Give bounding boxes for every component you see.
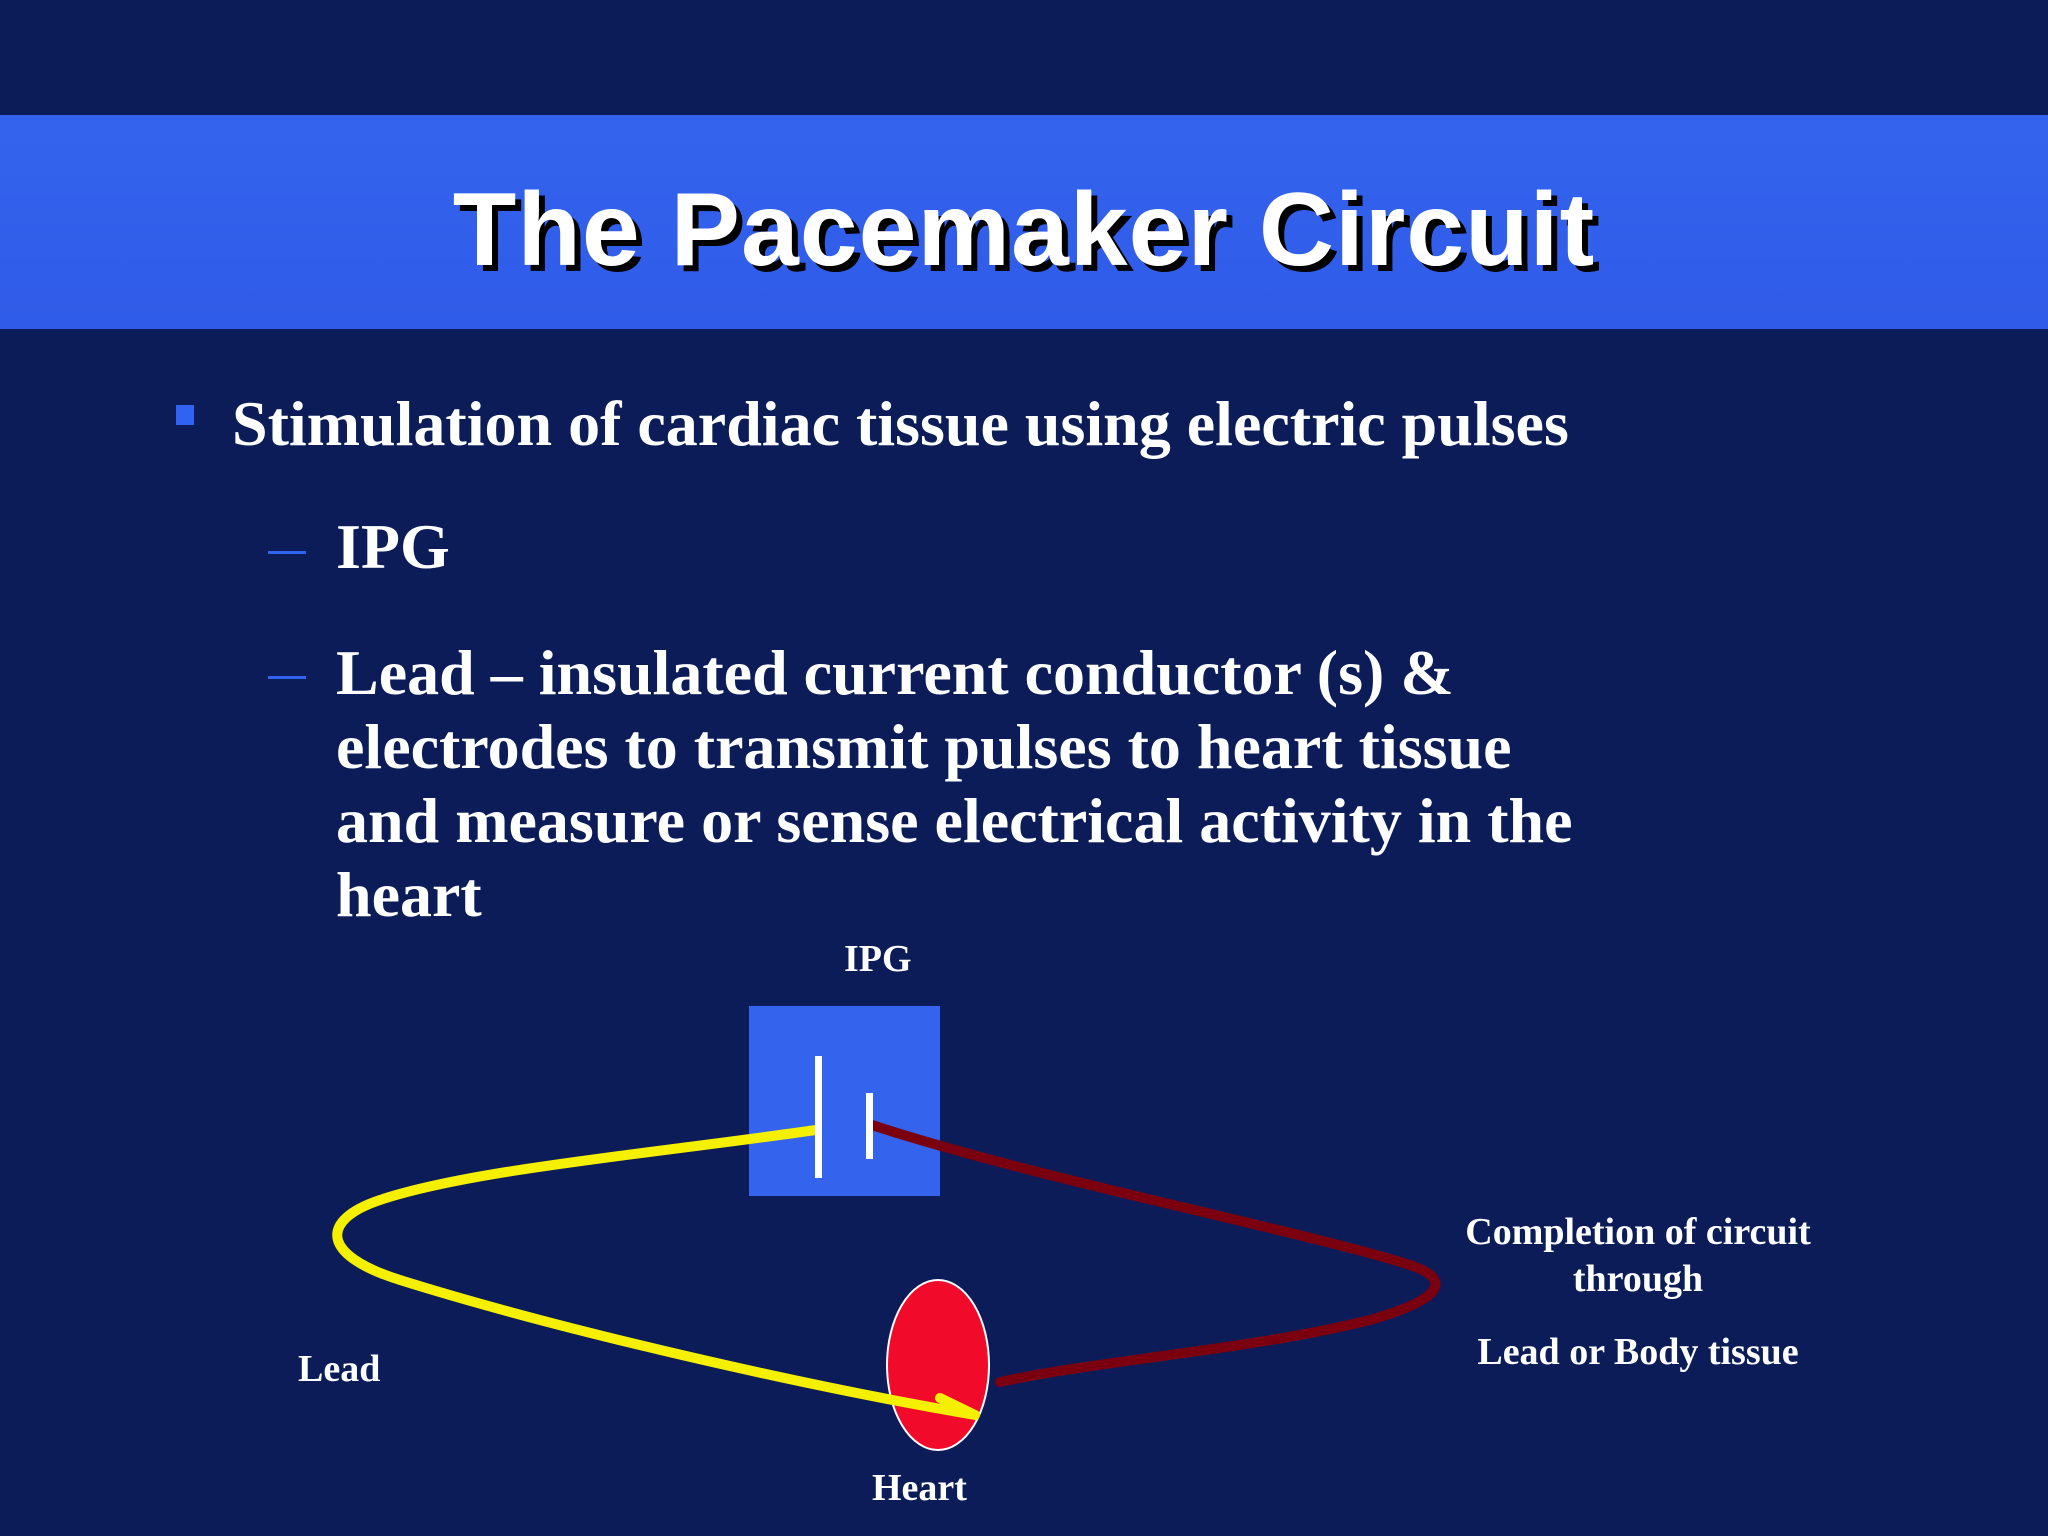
battery-positive-plate <box>815 1056 822 1178</box>
dash-icon <box>268 551 306 554</box>
lead-label: Lead <box>298 1348 381 1390</box>
dash-icon <box>268 676 306 679</box>
heart-shape <box>886 1279 990 1451</box>
sub-item-lead-line-2: electrodes to transmit pulses to heart t… <box>336 711 1512 782</box>
sub-item-ipg: IPG <box>336 511 450 582</box>
completion-label-line-1: Completion of circuit <box>1465 1211 1811 1253</box>
lead-wire <box>332 1125 980 1420</box>
completion-label-line-2: through <box>1572 1258 1704 1300</box>
sub-item-lead-line-4: heart <box>336 859 482 930</box>
slide-title: The Pacemaker Circuit <box>452 172 1596 288</box>
completion-label-line-3: Lead or Body tissue <box>1477 1331 1799 1373</box>
heart-label: Heart <box>872 1467 967 1509</box>
sub-item-lead-line-3: and measure or sense electrical activity… <box>336 785 1573 856</box>
sub-item-lead-line-1: Lead – insulated current conductor (s) & <box>336 637 1454 708</box>
ipg-box <box>749 1006 940 1196</box>
return-wire <box>867 1120 1441 1387</box>
battery-negative-plate <box>866 1093 873 1159</box>
bullet-square-icon <box>176 405 194 425</box>
title-band <box>0 115 2048 329</box>
bullet-stimulation: Stimulation of cardiac tissue using elec… <box>232 388 1569 459</box>
ipg-label: IPG <box>844 938 912 980</box>
